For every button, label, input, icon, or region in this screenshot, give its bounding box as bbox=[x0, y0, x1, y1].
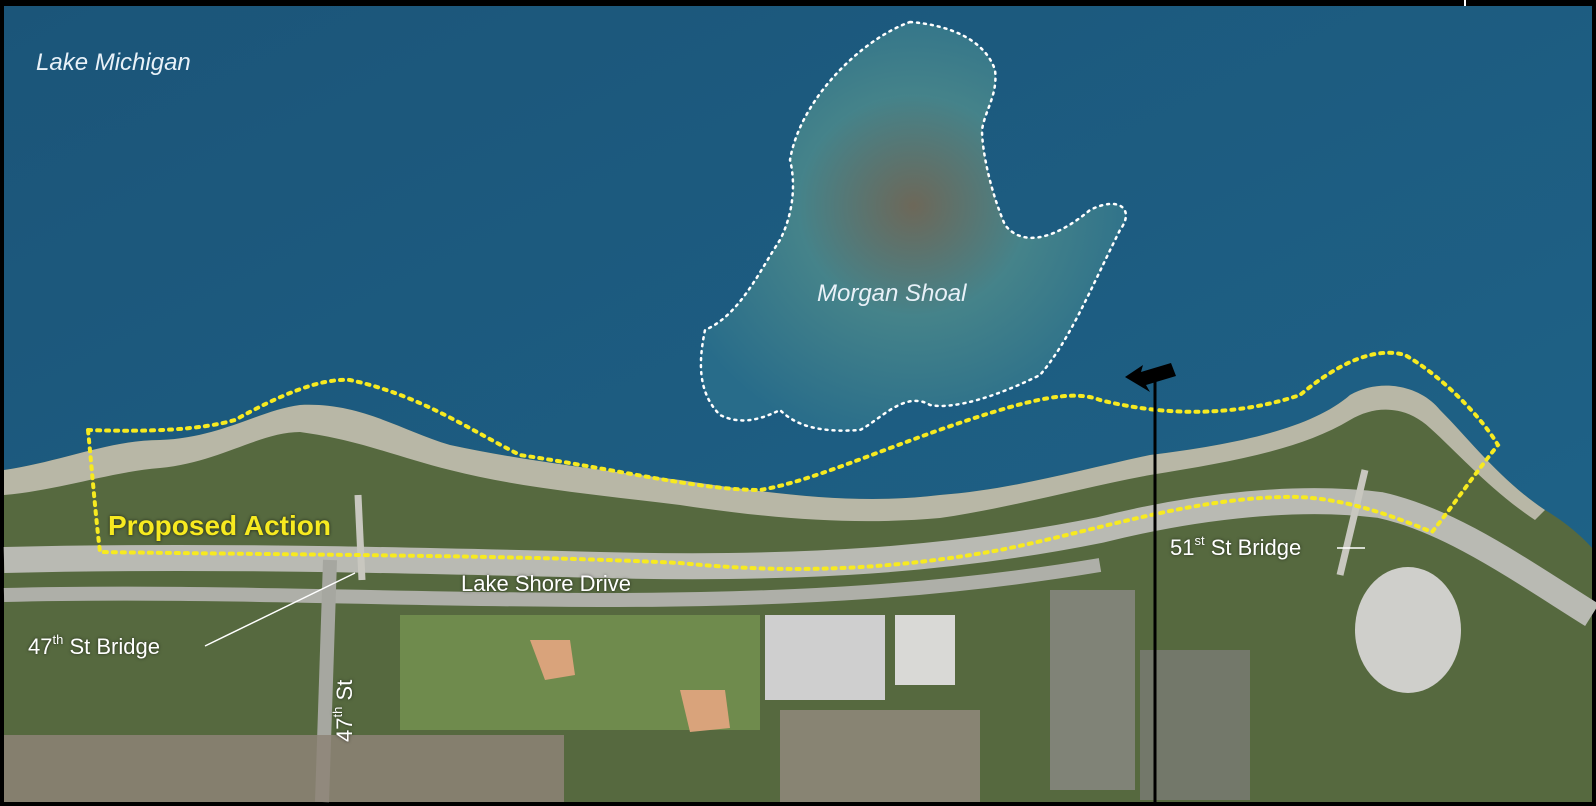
bridge-47 bbox=[354, 494, 366, 581]
bridge-47-sup: th bbox=[52, 631, 64, 647]
proposed-action-outline bbox=[85, 350, 1501, 571]
bridge-47-label: 47th St Bridge bbox=[28, 631, 160, 660]
proposed-action-label: Proposed Action bbox=[108, 510, 331, 541]
bridge-47-num: 47 bbox=[28, 634, 53, 659]
building-block bbox=[1050, 590, 1135, 790]
bridge-47-leader bbox=[204, 572, 356, 647]
lake-shore-drive-road-lower bbox=[3, 558, 1102, 608]
building-block bbox=[1140, 650, 1250, 800]
lake-shore-drive-label: Lake Shore Drive bbox=[461, 571, 631, 596]
oval-structure bbox=[1355, 567, 1461, 693]
lake-shore-drive-road bbox=[3, 488, 1596, 627]
morgan-shoal-label: Morgan Shoal bbox=[817, 280, 967, 307]
morgan-shoal-area bbox=[700, 22, 1126, 431]
row-houses bbox=[780, 710, 980, 802]
street-47-num: 47 bbox=[332, 717, 357, 742]
baseball-diamond-2 bbox=[680, 690, 730, 732]
bridge-51-label: 51st St Bridge bbox=[1170, 532, 1302, 561]
street-47-sup: th bbox=[329, 706, 345, 718]
bridge-51-sup: st bbox=[1194, 532, 1205, 548]
beach-strip bbox=[4, 385, 1545, 522]
lake-michigan-label: Lake Michigan bbox=[36, 49, 191, 76]
morgan-shoal-outline bbox=[699, 20, 1127, 432]
bridge-47-rest: St Bridge bbox=[63, 634, 160, 659]
bridge-51-num: 51 bbox=[1170, 535, 1195, 560]
building bbox=[895, 615, 955, 685]
bridge-51-rest: St Bridge bbox=[1204, 535, 1302, 560]
baseball-diamond-1 bbox=[530, 640, 575, 680]
railroad-tracks bbox=[4, 735, 564, 802]
street-47-label: 47th St bbox=[329, 679, 358, 742]
north-arrow-icon bbox=[1125, 363, 1176, 806]
bridge-51 bbox=[1336, 469, 1369, 576]
street-47-rest: St bbox=[332, 679, 357, 707]
building bbox=[765, 615, 885, 700]
